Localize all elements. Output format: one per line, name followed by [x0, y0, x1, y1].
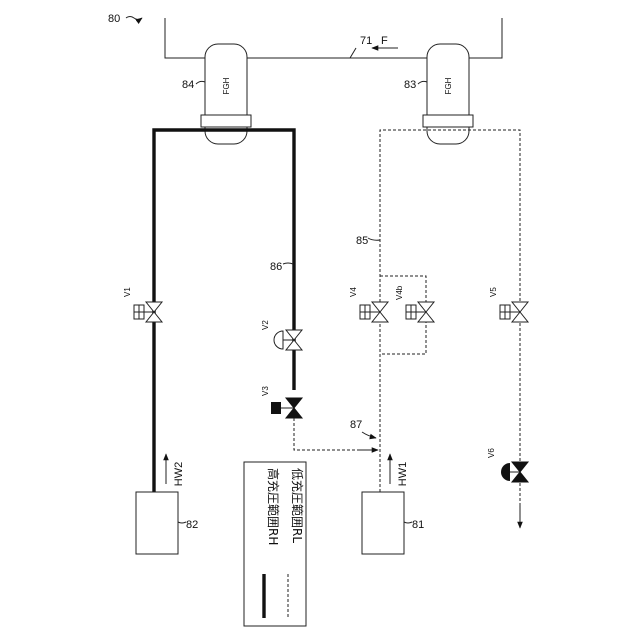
- fgh-84-leader: [196, 81, 205, 84]
- valve-v6-label: V6: [487, 448, 496, 458]
- fgh-83-ref: 83: [404, 79, 416, 91]
- tank-81-leader: [404, 522, 412, 523]
- pipe-86-leader: [283, 263, 293, 264]
- pipe-87-leader: [362, 432, 376, 438]
- valve-v1: [134, 302, 162, 322]
- valve-v2: [274, 330, 302, 350]
- pipe-85-leader: [368, 238, 380, 240]
- valve-v2-label: V2: [261, 320, 270, 330]
- valve-v3-label: V3: [261, 386, 270, 396]
- legend-high-label: 高充圧範囲RH: [266, 468, 281, 545]
- valve-v5-label: V5: [489, 287, 498, 297]
- figure-number-leader: [126, 17, 142, 20]
- fgh-84-ref: 84: [182, 79, 194, 91]
- flow-label: F: [381, 35, 388, 47]
- tank-81: [362, 492, 404, 554]
- hw2-label: HW2: [173, 462, 185, 486]
- tank-82-leader: [178, 522, 186, 523]
- fgh-84-label: FGH: [222, 77, 231, 94]
- valve-v4-label: V4: [349, 287, 358, 297]
- valve-v4b: [406, 302, 434, 322]
- pipe-71-leader: [350, 48, 356, 58]
- pipe-87-label: 87: [350, 419, 362, 431]
- fgh-83-label: FGH: [444, 77, 453, 94]
- figure-number: 80: [108, 13, 120, 25]
- pipe-86-label: 86: [270, 261, 282, 273]
- valve-v1-label: V1: [123, 287, 132, 297]
- pipe-85-label: 85: [356, 235, 368, 247]
- valve-v6: [501, 462, 528, 482]
- tank-81-ref: 81: [412, 519, 424, 531]
- hw1-label: HW1: [397, 462, 409, 486]
- fgh-83-leader: [418, 81, 427, 84]
- valve-v5: [500, 302, 528, 322]
- high-pressure-line-86: [154, 130, 294, 492]
- valve-v3: [271, 398, 302, 418]
- pipe-71-label: 71: [360, 35, 372, 47]
- valve-v4b-label: V4b: [395, 285, 404, 300]
- legend-low-label: 低充圧範囲RL: [290, 468, 305, 543]
- tank-82-ref: 82: [186, 519, 198, 531]
- valve-v4: [360, 302, 388, 322]
- tank-82: [136, 492, 178, 554]
- fgh-83: FGH: [423, 44, 473, 144]
- legend-box: 高充圧範囲RH 低充圧範囲RL: [244, 462, 306, 626]
